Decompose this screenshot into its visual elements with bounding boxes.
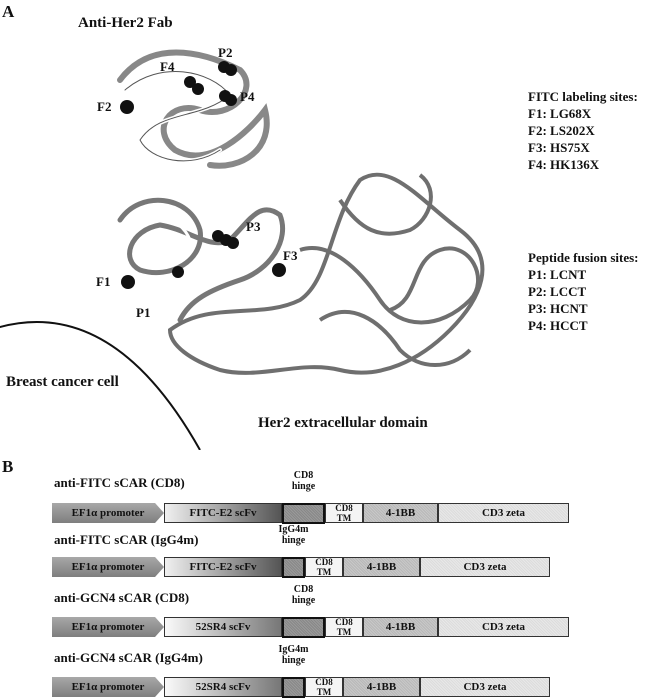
costim-segment: 4-1BB (363, 503, 438, 523)
fab-ribbon (117, 49, 286, 323)
scfv-segment: 52SR4 scFv (164, 677, 282, 697)
construct-title: anti-FITC sCAR (CD8) (54, 475, 185, 490)
promoter-label: EF1α promoter (71, 561, 145, 573)
scfv-label: FITC-E2 scFv (189, 507, 257, 519)
peptide-sites-legend: Peptide fusion sites: P1: LCNT P2: LCCT … (528, 249, 639, 334)
promoter-segment: EF1α promoter (52, 677, 164, 697)
protein-structure (0, 49, 485, 450)
marker-p4: P4 (240, 89, 255, 104)
her2-label: Her2 extracellular domain (258, 415, 428, 431)
scfv-segment: FITC-E2 scFv (164, 557, 282, 577)
promoter-label: EF1α promoter (71, 621, 145, 633)
promoter-segment: EF1α promoter (52, 503, 164, 523)
panel-b-letter: B (2, 457, 14, 476)
fitc-site: F4: HK136X (528, 157, 600, 172)
marker-p3: P3 (246, 219, 261, 234)
scfv-label: FITC-E2 scFv (189, 561, 257, 573)
hinge-label-line: hinge (291, 595, 316, 606)
scfv-label: 52SR4 scFv (195, 681, 251, 693)
hinge-label-line: CD8 (293, 584, 314, 595)
hinge-label-line: IgG4m (278, 644, 309, 655)
cell-label: Breast cancer cell (6, 374, 119, 390)
fab-label: Anti-Her2 Fab (78, 15, 173, 31)
scfv-label: 52SR4 scFv (195, 621, 251, 633)
promoter-segment: EF1α promoter (52, 557, 164, 577)
cd3-zeta-segment: CD3 zeta (420, 557, 550, 577)
her2-ribbon (167, 172, 485, 375)
construct-title: anti-FITC sCAR (IgG4m) (54, 532, 199, 547)
tm-label-line: CD8 (335, 617, 353, 627)
tm-label-line: TM (336, 627, 352, 637)
scfv-segment: FITC-E2 scFv (164, 503, 282, 523)
hinge-label-line: hinge (281, 655, 306, 666)
promoter-label: EF1α promoter (71, 507, 145, 519)
tm-label-line: CD8 (335, 503, 353, 513)
marker-f4: F4 (160, 59, 175, 74)
tm-label-line: TM (316, 567, 332, 577)
cd3-zeta-segment: CD3 zeta (420, 677, 550, 697)
fitc-site: F3: HS75X (528, 140, 590, 155)
promoter-segment: EF1α promoter (52, 617, 164, 637)
fitc-site: F1: LG68X (528, 106, 592, 121)
marker-f2: F2 (97, 99, 112, 114)
hinge-segment (282, 617, 325, 638)
hinge-label-line: hinge (281, 535, 306, 546)
site-markers (120, 61, 286, 289)
tm-label-line: TM (316, 687, 332, 697)
cd3-zeta-label: CD3 zeta (481, 507, 526, 519)
cell-membrane-arc (0, 321, 201, 450)
peptide-site: P1: LCNT (528, 267, 587, 282)
hinge-label-line: IgG4m (278, 524, 309, 535)
hinge-segment (282, 557, 305, 578)
marker-f3: F3 (283, 248, 298, 263)
tm-label-line: TM (336, 513, 352, 523)
costim-segment: 4-1BB (343, 557, 420, 577)
costim-label: 4-1BB (366, 561, 397, 573)
promoter-label: EF1α promoter (71, 681, 145, 693)
hinge-segment (282, 503, 325, 524)
fitc-sites-legend: FITC labeling sites: F1: LG68X F2: LS202… (528, 88, 638, 173)
cd3-zeta-segment: CD3 zeta (438, 617, 569, 637)
fitc-title: FITC labeling sites: (528, 89, 638, 104)
scfv-segment: 52SR4 scFv (164, 617, 282, 637)
costim-label: 4-1BB (385, 621, 416, 633)
costim-label: 4-1BB (366, 681, 397, 693)
panel-a-letter: A (2, 2, 15, 21)
peptide-site: P3: HCNT (528, 301, 588, 316)
cd3-zeta-segment: CD3 zeta (438, 503, 569, 523)
tm-label-line: CD8 (315, 557, 333, 567)
cd3-zeta-label: CD3 zeta (481, 621, 526, 633)
cd3-zeta-label: CD3 zeta (463, 561, 507, 573)
hinge-label-line: CD8 (293, 470, 314, 481)
costim-label: 4-1BB (385, 507, 416, 519)
fitc-site: F2: LS202X (528, 123, 595, 138)
construct-title: anti-GCN4 sCAR (IgG4m) (54, 650, 203, 665)
peptide-title: Peptide fusion sites: (528, 250, 639, 265)
cd3-zeta-label: CD3 zeta (463, 681, 507, 693)
costim-segment: 4-1BB (363, 617, 438, 637)
costim-segment: 4-1BB (343, 677, 420, 697)
peptide-site: P4: HCCT (528, 318, 588, 333)
marker-p2: P2 (218, 45, 233, 60)
marker-f1: F1 (96, 274, 111, 289)
construct-title: anti-GCN4 sCAR (CD8) (54, 590, 190, 605)
hinge-label-line: hinge (291, 481, 316, 492)
tm-label-line: CD8 (315, 677, 333, 687)
hinge-segment (282, 677, 305, 698)
marker-p1: P1 (136, 305, 151, 320)
peptide-site: P2: LCCT (528, 284, 587, 299)
